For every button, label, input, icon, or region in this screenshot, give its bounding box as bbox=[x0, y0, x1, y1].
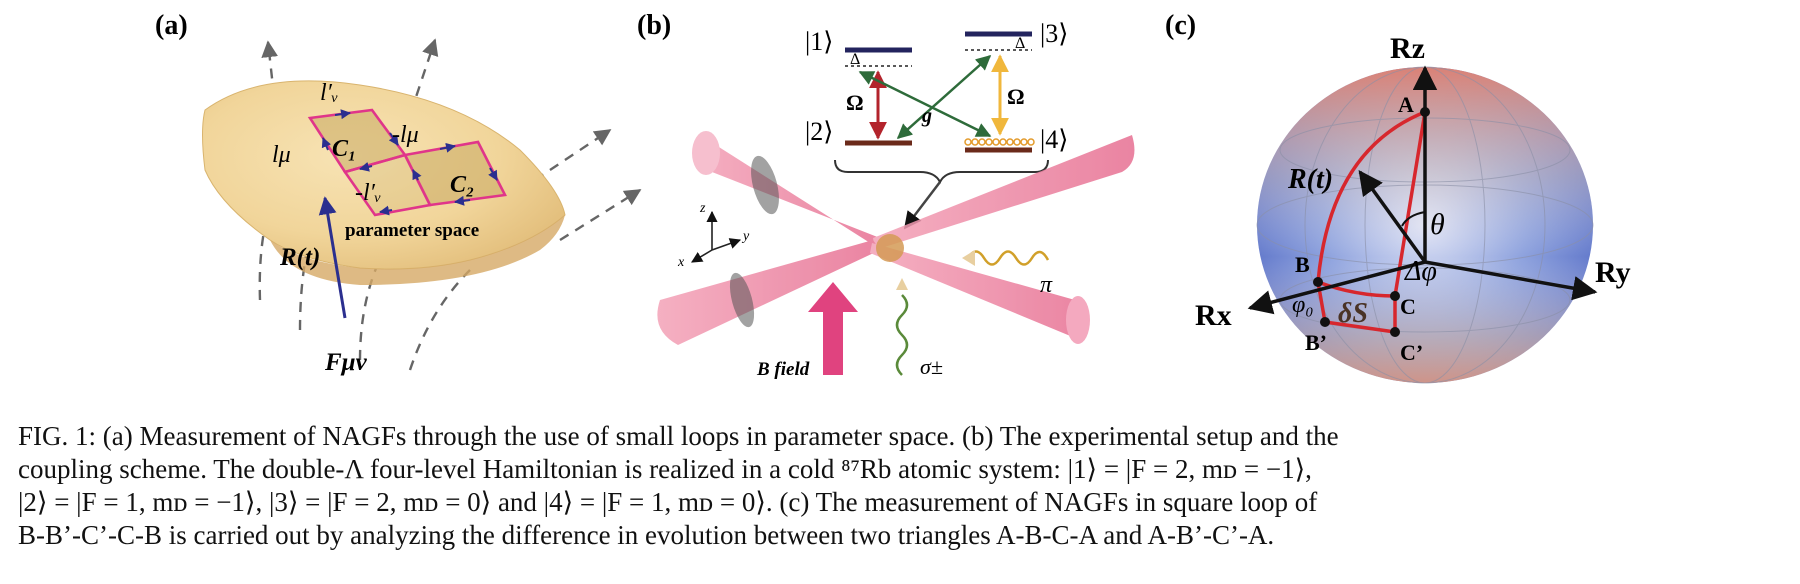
edge-lmu: lμ bbox=[272, 142, 291, 168]
axis-x: x bbox=[677, 255, 685, 270]
edge-neg-lv-prime: -l′ᵥ bbox=[355, 180, 382, 206]
axes-triad bbox=[691, 210, 742, 263]
rx-label: Rx bbox=[1195, 299, 1232, 332]
laser-beams bbox=[657, 131, 1135, 345]
level-diagram bbox=[834, 31, 1049, 230]
r-vector-label: R(t) bbox=[279, 244, 320, 271]
parameter-space-label: parameter space bbox=[345, 220, 479, 241]
r-vector bbox=[318, 196, 347, 319]
loop-path bbox=[1316, 110, 1427, 334]
caption-line-2: coupling scheme. The double-Λ four-level… bbox=[18, 454, 1312, 484]
figure-caption: FIG. 1: (a) Measurement of NAGFs through… bbox=[18, 420, 1788, 552]
axis-z: z bbox=[699, 201, 706, 216]
ds-label: δS bbox=[1338, 298, 1368, 329]
sphere-axes bbox=[1247, 65, 1598, 315]
b-field-label: B field bbox=[756, 359, 810, 380]
point-c-prime: C’ bbox=[1400, 340, 1423, 365]
point-b: B bbox=[1295, 252, 1310, 277]
panel-a-label: (a) bbox=[155, 10, 188, 41]
omega-right: Ω bbox=[1007, 84, 1025, 109]
ry-label: Ry bbox=[1595, 256, 1631, 289]
delta-left: Δ bbox=[850, 51, 860, 68]
omega-left: Ω bbox=[846, 90, 864, 115]
pi-wave bbox=[966, 250, 1050, 266]
level-2: |2⟩ bbox=[805, 117, 833, 146]
r-vector-c-label: R(t) bbox=[1287, 164, 1333, 195]
panel-a: (a) bbox=[155, 10, 642, 376]
b-field-arrow bbox=[808, 282, 858, 375]
edge-lv-prime: l′ᵥ bbox=[320, 80, 339, 106]
axis-y: y bbox=[741, 229, 750, 244]
c1-label: C₁ bbox=[332, 136, 356, 162]
figure-1: (a) bbox=[155, 10, 1631, 384]
panel-b-label: (b) bbox=[637, 10, 671, 41]
dphi-label: Δφ bbox=[1404, 256, 1437, 287]
panel-c-label: (c) bbox=[1165, 10, 1196, 41]
points bbox=[1313, 107, 1430, 337]
pi-label: π bbox=[1040, 272, 1053, 298]
sigma-label: σ± bbox=[920, 354, 943, 379]
coupling-g: g bbox=[921, 105, 932, 127]
rz-label: Rz bbox=[1390, 32, 1425, 65]
parameter-surface bbox=[202, 80, 566, 270]
field-label: Fμν bbox=[324, 349, 368, 376]
panel-c: (c) bbox=[1165, 10, 1631, 384]
level-1: |1⟩ bbox=[805, 27, 833, 56]
delta-right: Δ bbox=[1015, 35, 1025, 52]
caption-line-4: B-B’-C’-C-B is carried out by analyzing … bbox=[18, 520, 1275, 550]
caption-line-1: FIG. 1: (a) Measurement of NAGFs through… bbox=[18, 421, 1339, 451]
sigma-wave bbox=[895, 294, 909, 376]
level-4: |4⟩ bbox=[1040, 125, 1068, 154]
point-b-prime: B’ bbox=[1305, 330, 1327, 355]
edge-neg-lmu: -lμ bbox=[392, 122, 419, 148]
c2-label: C₂ bbox=[450, 172, 474, 198]
theta-label: θ bbox=[1430, 208, 1445, 241]
phi0-label: φ₀ bbox=[1292, 292, 1314, 318]
point-a: A bbox=[1398, 92, 1414, 117]
level-3: |3⟩ bbox=[1040, 19, 1068, 48]
panel-b: (b) |1⟩ |2⟩ |3⟩ |4⟩ Δ Δ bbox=[637, 10, 1135, 380]
caption-line-3: |2⟩ = |F = 1, mᴅ = −1⟩, |3⟩ = |F = 2, mᴅ… bbox=[18, 487, 1318, 517]
point-c: C bbox=[1400, 294, 1416, 319]
